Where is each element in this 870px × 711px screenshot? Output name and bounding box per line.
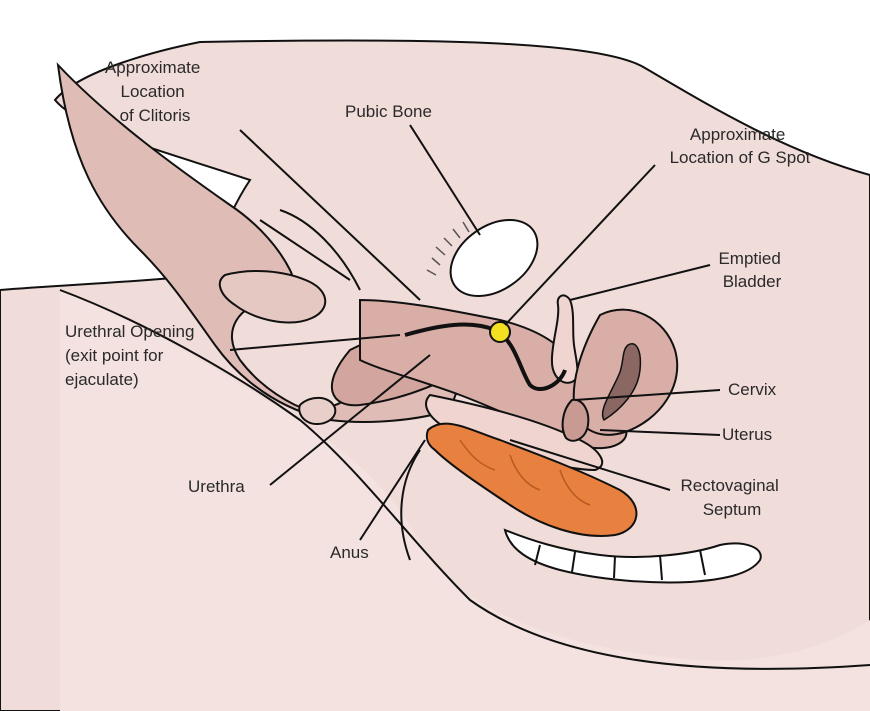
leader-rectovaginal-septum	[509, 439, 671, 491]
finger-line-1	[259, 219, 351, 281]
pubic-hair	[426, 221, 470, 276]
cervix	[561, 398, 590, 442]
label-clitoris: Approximate Location of Clitoris	[105, 58, 205, 125]
label-urethra: Urethra	[188, 477, 245, 496]
vertebra-lines	[534, 544, 706, 581]
leader-urethra	[269, 354, 431, 486]
leader-urethral-opening	[229, 334, 401, 351]
emptied-bladder	[550, 294, 579, 384]
thumb	[218, 269, 327, 324]
label-uterus: Uterus	[722, 425, 772, 444]
finger-line-2	[279, 209, 361, 291]
label-anus: Anus	[330, 543, 369, 562]
lower-body	[60, 290, 870, 711]
pubic-bone	[449, 218, 539, 298]
leader-bladder	[569, 264, 711, 301]
rectum-folds	[459, 439, 591, 506]
label-g-spot: Approximate Location of G Spot	[670, 125, 811, 167]
coccyx	[503, 528, 762, 584]
leader-cervix	[574, 389, 721, 401]
urethra-path	[404, 322, 567, 391]
anus-curve	[400, 449, 421, 561]
label-urethral-opening: Urethral Opening (exit point for ejacula…	[65, 322, 199, 389]
label-rectovaginal-septum: Rectovaginal Septum	[680, 476, 783, 519]
rectum	[425, 422, 638, 537]
knuckle	[298, 396, 337, 426]
leader-uterus	[599, 429, 721, 436]
buttock-outline	[59, 289, 870, 670]
leader-pubic-bone	[409, 124, 481, 236]
uterine-cavity	[601, 343, 642, 422]
leader-clitoris	[239, 129, 421, 301]
g-spot-marker	[489, 321, 511, 343]
label-bladder: Emptied Bladder	[718, 249, 785, 291]
label-pubic-bone: Pubic Bone	[345, 102, 432, 121]
leader-g-spot	[504, 164, 656, 326]
label-cervix: Cervix	[728, 380, 777, 399]
leader-anus	[359, 439, 426, 541]
